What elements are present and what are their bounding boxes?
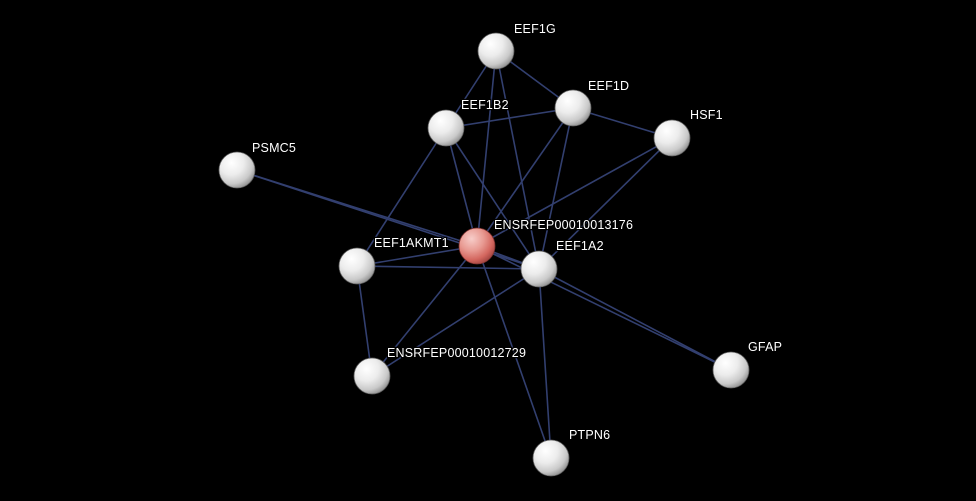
edge-ENSRFEP00010013176--PTPN6	[476, 245, 552, 459]
edge-EEF1D--ENSRFEP00010013176	[476, 107, 574, 247]
edge-EEF1A2--ENSRFEP00010012729	[371, 268, 540, 377]
network-node-EEF1B2[interactable]	[427, 109, 465, 147]
node-label-PTPN6: PTPN6	[569, 428, 610, 442]
edge-EEF1A2--GFAP	[538, 268, 732, 371]
node-label-EEF1B2: EEF1B2	[461, 98, 509, 112]
edge-EEF1B2--EEF1AKMT1	[356, 127, 447, 267]
edge-ENSRFEP00010013176--GFAP	[476, 245, 732, 371]
edge-EEF1AKMT1--ENSRFEP00010013176	[356, 245, 478, 267]
edge-ENSRFEP00010013176--ENSRFEP00010012729	[371, 245, 478, 377]
network-node-ENSRFEP00010012729[interactable]	[353, 357, 391, 395]
edge-HSF1--EEF1A2	[538, 137, 673, 270]
node-label-PSMC5: PSMC5	[252, 141, 296, 155]
edge-HSF1--ENSRFEP00010013176	[476, 137, 673, 247]
node-label-EEF1G: EEF1G	[514, 22, 556, 36]
node-label-EEF1A2: EEF1A2	[556, 239, 604, 253]
node-label-EEF1AKMT1: EEF1AKMT1	[374, 236, 449, 250]
edge-EEF1AKMT1--EEF1A2	[356, 265, 540, 270]
network-node-EEF1G[interactable]	[477, 32, 515, 70]
edge-EEF1D--EEF1A2	[538, 107, 574, 270]
edge-EEF1G--ENSRFEP00010013176	[476, 50, 497, 247]
edge-EEF1G--EEF1A2	[495, 50, 540, 270]
network-node-EEF1AKMT1[interactable]	[338, 247, 376, 285]
node-label-EEF1D: EEF1D	[588, 79, 629, 93]
network-node-PTPN6[interactable]	[532, 439, 570, 477]
node-label-ENSRFEP00010013176: ENSRFEP00010013176	[494, 218, 633, 232]
network-node-PSMC5[interactable]	[218, 151, 256, 189]
edge-EEF1AKMT1--ENSRFEP00010012729	[356, 265, 373, 377]
network-node-HSF1[interactable]	[653, 119, 691, 157]
edge-EEF1B2--EEF1A2	[445, 127, 540, 270]
network-node-GFAP[interactable]	[712, 351, 750, 389]
edge-EEF1B2--ENSRFEP00010013176	[445, 127, 478, 247]
node-label-ENSRFEP00010012729: ENSRFEP00010012729	[387, 346, 526, 360]
edge-EEF1B2--EEF1D	[445, 107, 574, 129]
nodes-layer	[218, 32, 750, 477]
network-node-ENSRFEP00010013176[interactable]	[458, 227, 496, 265]
node-label-GFAP: GFAP	[748, 340, 782, 354]
labels-layer: EEF1G EEF1D EEF1B2HSF1PSMC5ENSRFEP00010013…	[251, 21, 783, 444]
node-label-HSF1: HSF1	[690, 108, 723, 122]
edge-EEF1A2--PTPN6	[538, 268, 552, 459]
network-node-EEF1D[interactable]	[554, 89, 592, 127]
network-node-EEF1A2[interactable]	[520, 250, 558, 288]
